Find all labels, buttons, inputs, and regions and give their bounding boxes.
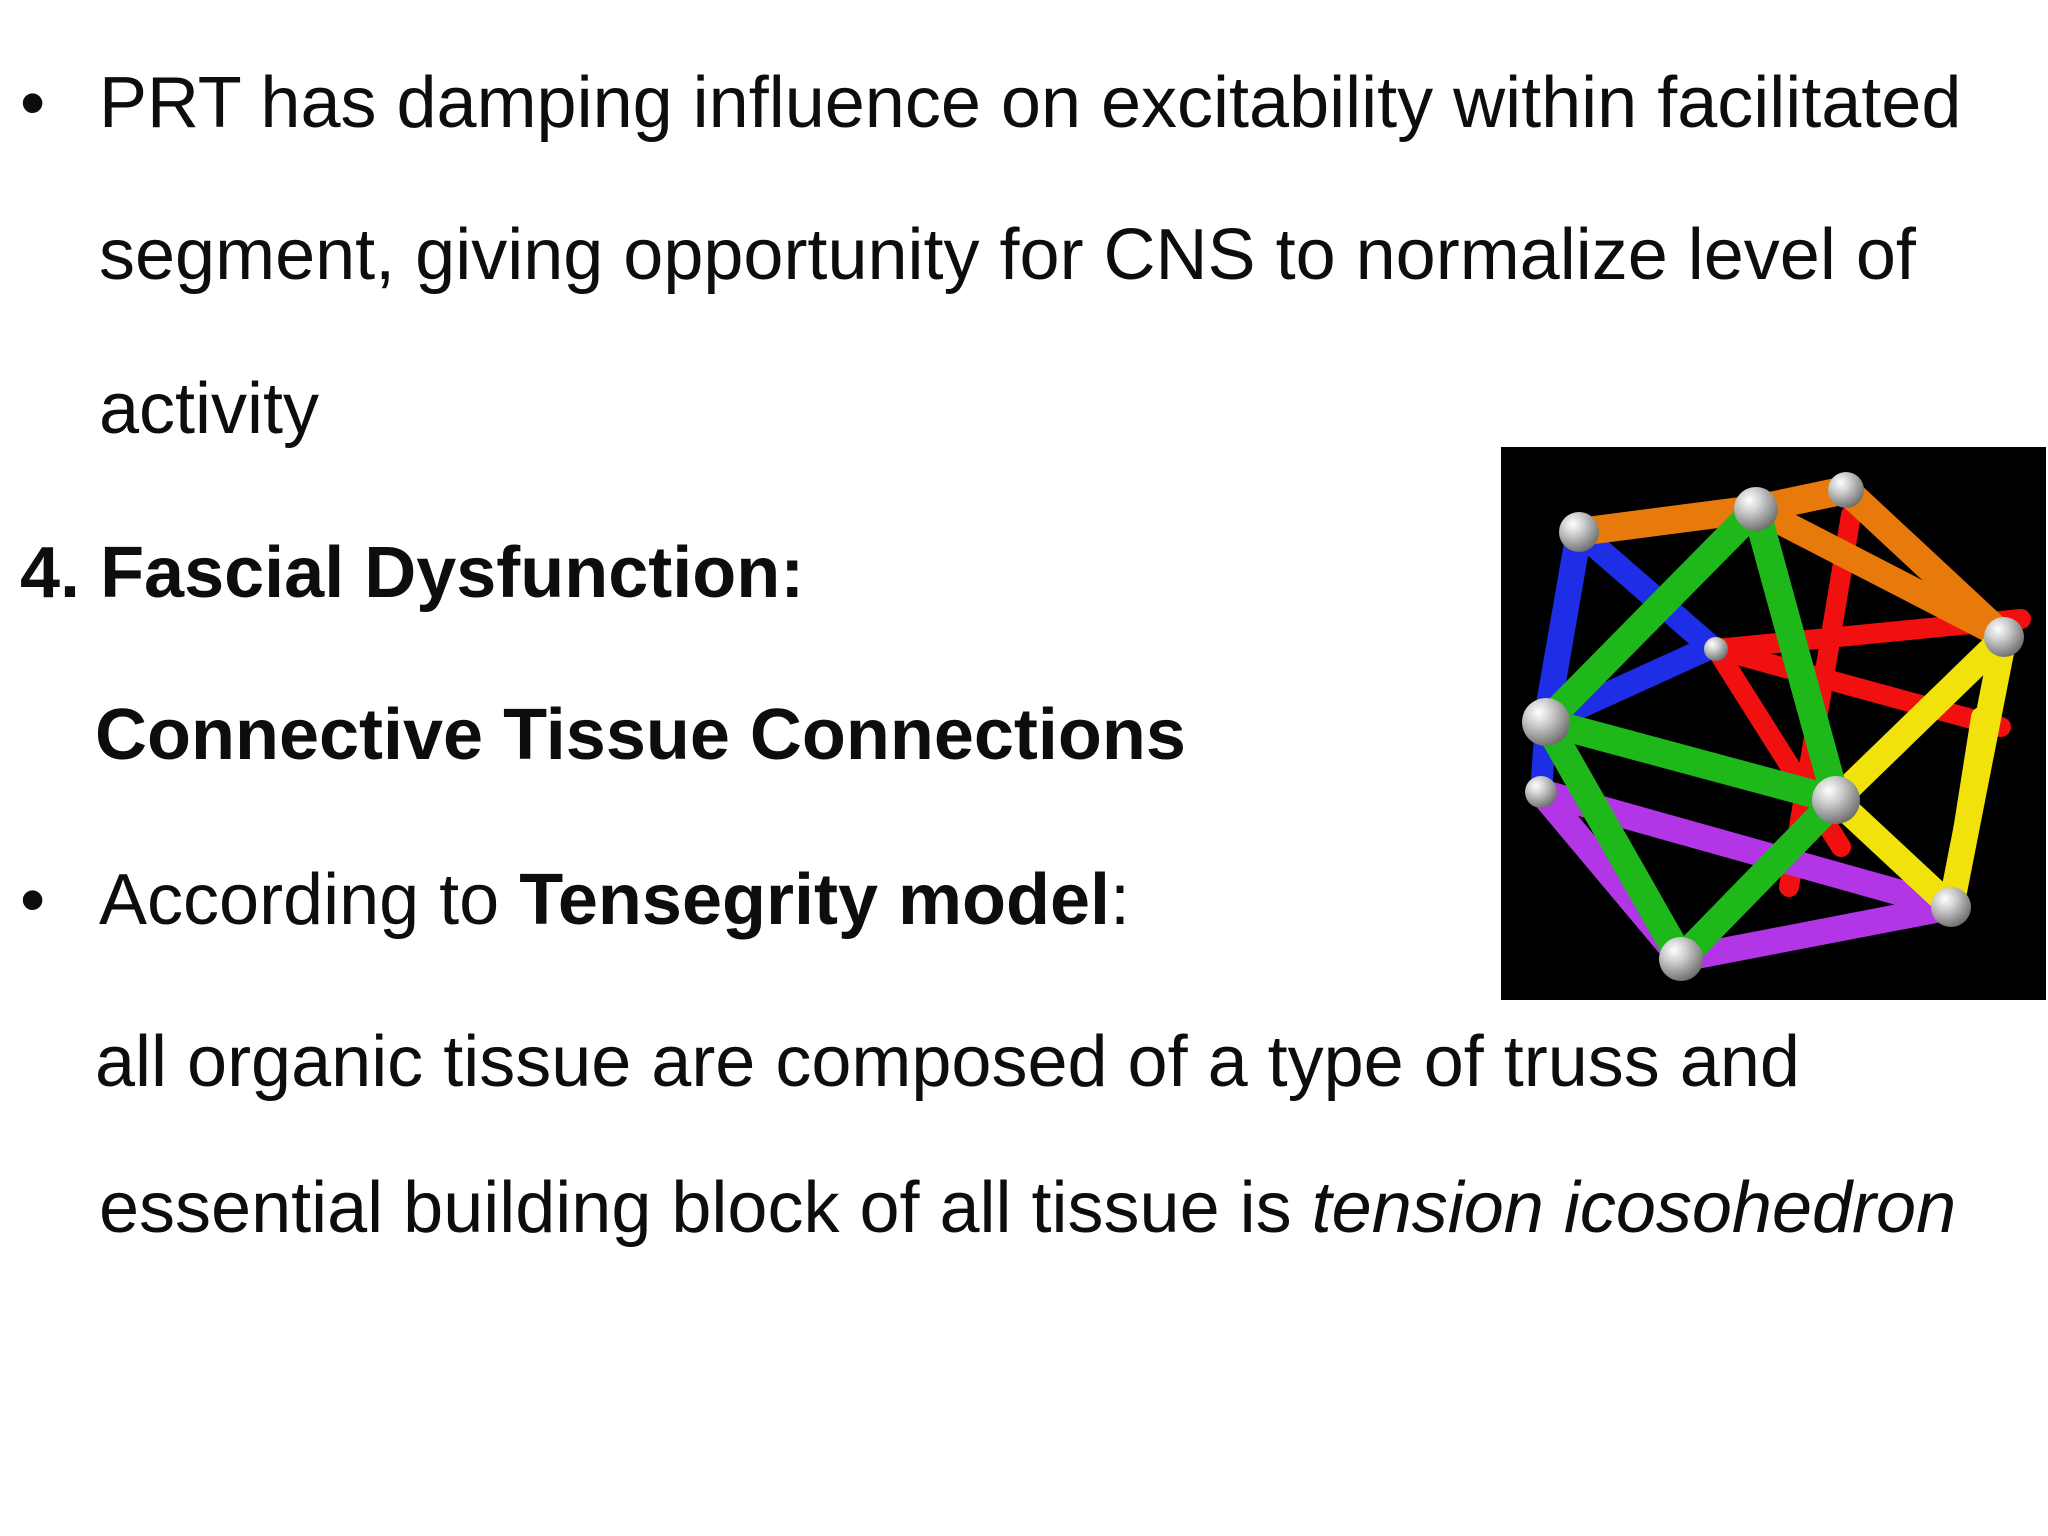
bullet-marker: • bbox=[20, 63, 46, 143]
bullet2-bold-term: Tensegrity model bbox=[519, 860, 1111, 940]
section-subtitle: Connective Tissue Connections bbox=[95, 695, 1186, 775]
bullet2-line3: essential building block of all tissue i… bbox=[99, 1163, 1956, 1253]
bullet2-suffix: : bbox=[1110, 860, 1131, 940]
bullet2-line2: all organic tissue are composed of a typ… bbox=[95, 1022, 1800, 1102]
bullet1-line1: PRT has damping influence on excitabilit… bbox=[99, 63, 1962, 143]
tensegrity-icosahedron-image bbox=[1501, 447, 2046, 1000]
bullet2-line1: According to Tensegrity model: bbox=[99, 855, 1130, 945]
bullet2-line3-italic: tension icosohedron bbox=[1311, 1168, 1957, 1248]
bullet1-line2: segment, giving opportunity for CNS to n… bbox=[99, 215, 1916, 295]
section-heading: 4. Fascial Dysfunction: bbox=[20, 528, 804, 618]
bullet-marker: • bbox=[20, 860, 46, 940]
bullet2-prefix: According to bbox=[99, 860, 520, 940]
bullet2-line3-prefix: essential building block of all tissue i… bbox=[99, 1168, 1312, 1248]
tensegrity-icosahedron-model-icon bbox=[1522, 472, 2031, 981]
bullet1-line3: activity bbox=[99, 369, 320, 449]
section-title: Fascial Dysfunction: bbox=[100, 533, 805, 613]
section-number: 4. bbox=[20, 533, 81, 613]
